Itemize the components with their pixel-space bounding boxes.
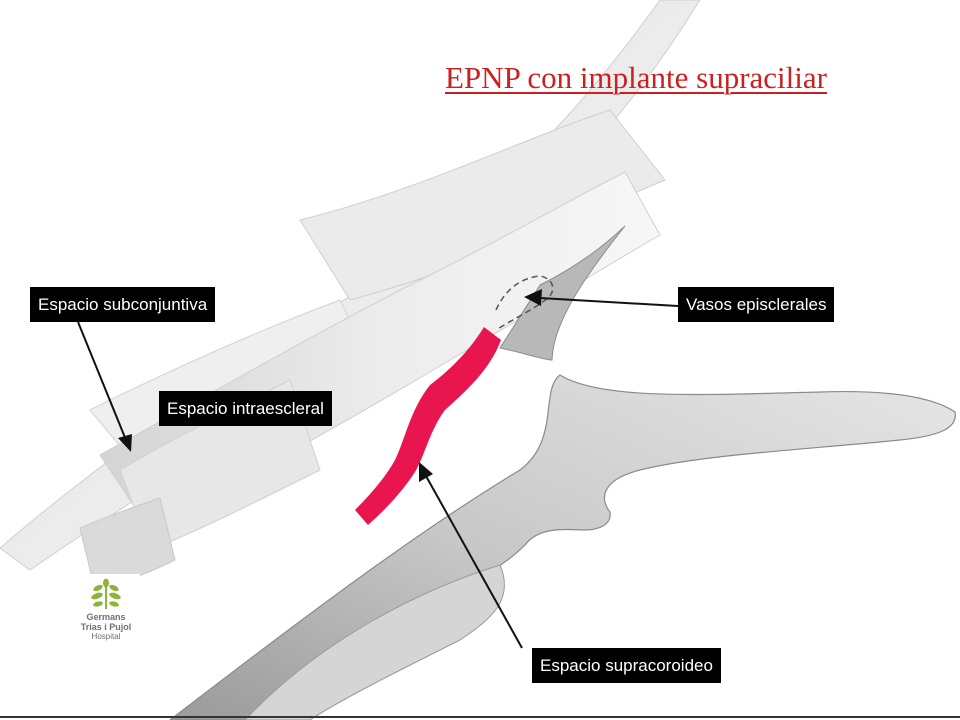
- label-espacio-subconjuntiva: Espacio subconjuntiva: [30, 287, 216, 322]
- ciliary-body: [169, 374, 956, 720]
- bottom-divider: [0, 716, 960, 718]
- label-espacio-intraescleral: Espacio intraescleral: [159, 391, 332, 426]
- label-espacio-supracoroideo: Espacio supracoroideo: [532, 648, 721, 683]
- arrow-episclerales: [524, 289, 679, 307]
- logo-text-trias: Trias i Pujol: [80, 622, 132, 632]
- logo-text-hospital: Hospital: [91, 632, 121, 641]
- tree-leaves-icon: [91, 578, 121, 609]
- supraciliary-implant: [355, 327, 501, 525]
- episcleral-vessel-shape: [499, 225, 626, 361]
- label-vasos-episclerales: Vasos episclerales: [678, 287, 835, 322]
- hospital-logo: Germans Trias i Pujol Hospital: [72, 574, 140, 646]
- arrow-supracoroideo: [419, 462, 523, 649]
- logo-text-germans: Germans: [86, 612, 126, 622]
- slide-title: EPNP con implante supraciliar: [445, 60, 827, 95]
- arrow-subconjuntiva: [77, 321, 132, 452]
- vessel-dashed-outline: [495, 275, 554, 331]
- inner-wall: [244, 564, 505, 720]
